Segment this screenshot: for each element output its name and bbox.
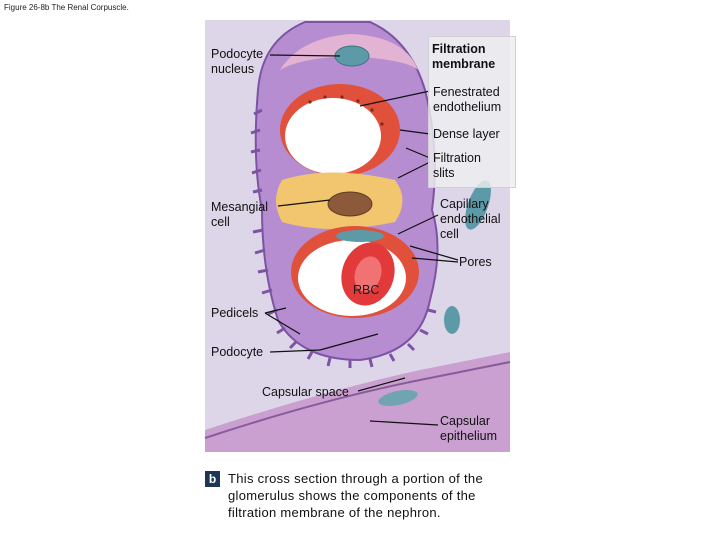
label-capsular-epithelium: Capsular epithelium: [440, 414, 497, 443]
label-capillary-endothelial-cell: Capillary endothelial cell: [440, 197, 501, 241]
label-mesangial-cell: Mesangial cell: [211, 200, 268, 229]
label-pores: Pores: [459, 255, 492, 269]
figure-caption: This cross section through a portion of …: [228, 471, 483, 520]
label-filtration-membrane: Filtration membrane: [432, 42, 496, 71]
label-panel: [428, 36, 516, 188]
page-title: Figure 26-8b The Renal Corpuscle.: [4, 3, 129, 12]
label-capsular-space: Capsular space: [262, 385, 349, 399]
capillary-endothelial-nucleus: [336, 230, 384, 242]
pedicels: [250, 108, 437, 368]
label-dense-layer: Dense layer: [433, 127, 500, 141]
label-filtration-slits: Filtration slits: [433, 151, 481, 180]
podocyte-nucleus: [334, 45, 370, 67]
caption-badge: b: [205, 471, 220, 487]
label-pedicels: Pedicels: [211, 306, 259, 320]
label-rbc: RBC: [353, 283, 380, 297]
mesangial-cell-nucleus: [327, 191, 373, 217]
leader-lines: [264, 54, 459, 426]
label-fenestrated-endothelium: Fenestrated endothelium: [433, 85, 502, 114]
label-podocyte: Podocyte: [211, 345, 264, 359]
upper-capillary-lumen: [285, 98, 381, 174]
label-podocyte-nucleus: Podocyte nucleus: [211, 47, 264, 76]
